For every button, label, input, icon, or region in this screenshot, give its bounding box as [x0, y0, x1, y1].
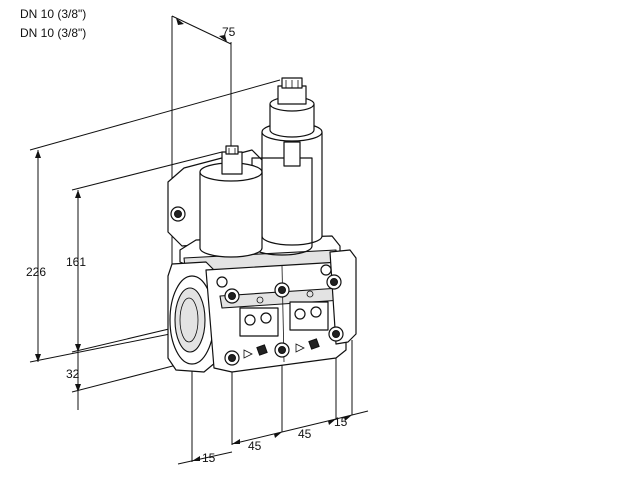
dim-top-depth: 75: [222, 25, 236, 39]
rear-solenoid-coil: [261, 131, 323, 246]
header-size-line-2: DN 10 (3/8"): [20, 26, 87, 40]
front-adjuster: [221, 151, 243, 175]
dim-height-total: 226: [26, 265, 46, 279]
indicator-icon: [308, 338, 320, 350]
indicator-icon: [256, 344, 268, 356]
rear-adjuster: [277, 85, 307, 105]
dim-width-pitch-2: 45: [298, 427, 312, 441]
outlet-flange: [329, 249, 357, 345]
dim-height-inlet: 32: [66, 367, 80, 381]
dim-height-mid: 161: [66, 255, 86, 269]
front-adjuster-knob: [225, 145, 239, 155]
valve-assembly: [167, 77, 357, 373]
dimension-lines: [29, 15, 369, 465]
dim-width-end: 15: [334, 415, 348, 429]
flow-arrow-icon: [243, 349, 253, 359]
dim-width-pitch-1: 45: [248, 439, 262, 453]
header-size-line-1: DN 10 (3/8"): [20, 7, 87, 21]
rear-actuator-cap: [269, 103, 315, 138]
dim-width-offset: 15: [202, 451, 216, 465]
flow-arrow-icon: [295, 343, 305, 353]
body-screws: [216, 264, 344, 366]
front-solenoid-coil: [199, 171, 263, 258]
